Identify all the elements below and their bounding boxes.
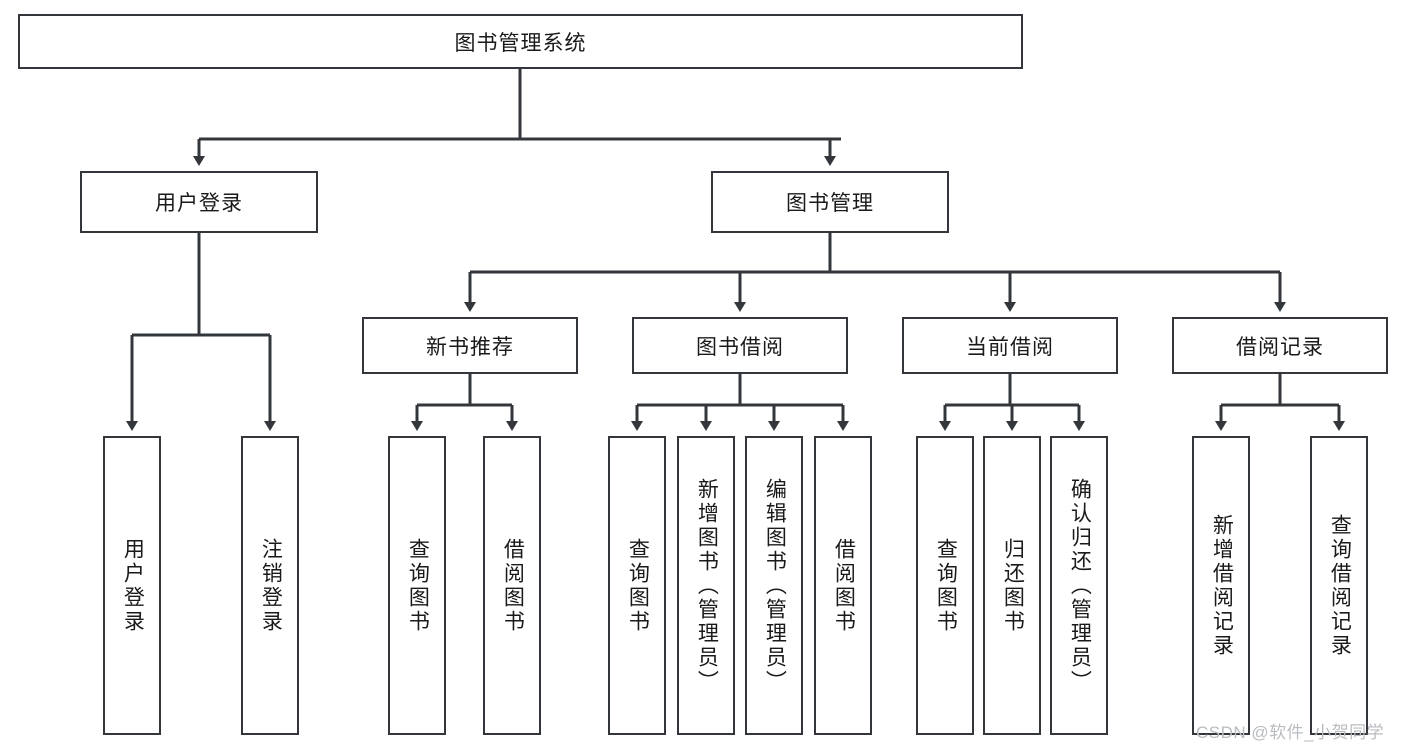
node-leaf-rec-borrow-book-label: 借阅图书 <box>501 537 525 634</box>
node-leaf-rec-query-book-label: 查询图书 <box>406 537 430 634</box>
node-leaf-user-logout-label: 注销登录 <box>259 537 283 634</box>
node-book-borrow[interactable]: 图书借阅 <box>632 317 848 374</box>
node-leaf-cb-return-book-label: 归还图书 <box>1001 537 1025 634</box>
node-leaf-cb-confirm-return-label: 确认归还（管理员） <box>1068 477 1092 694</box>
node-leaf-bb-query-book[interactable]: 查询图书 <box>608 436 666 735</box>
node-new-book-recommend-label: 新书推荐 <box>426 335 514 359</box>
node-borrow-record-label: 借阅记录 <box>1236 335 1324 359</box>
node-leaf-cb-return-book[interactable]: 归还图书 <box>983 436 1041 735</box>
node-new-book-recommend[interactable]: 新书推荐 <box>362 317 578 374</box>
node-current-borrow[interactable]: 当前借阅 <box>902 317 1118 374</box>
node-leaf-br-add-record[interactable]: 新增借阅记录 <box>1192 436 1250 735</box>
node-leaf-rec-query-book[interactable]: 查询图书 <box>388 436 446 735</box>
node-leaf-bb-add-book-label: 新增图书（管理员） <box>695 477 719 694</box>
node-leaf-user-login-label: 用户登录 <box>121 537 145 634</box>
csdn-watermark: CSDN @软件_小贺同学 <box>1196 723 1385 742</box>
node-leaf-bb-borrow-book-label: 借阅图书 <box>832 537 856 634</box>
node-current-borrow-label: 当前借阅 <box>966 335 1054 359</box>
node-leaf-br-query-record[interactable]: 查询借阅记录 <box>1310 436 1368 735</box>
node-leaf-bb-edit-book-label: 编辑图书（管理员） <box>763 477 787 694</box>
node-book-borrow-label: 图书借阅 <box>696 335 784 359</box>
node-leaf-cb-confirm-return[interactable]: 确认归还（管理员） <box>1050 436 1108 735</box>
node-leaf-user-logout[interactable]: 注销登录 <box>241 436 299 735</box>
node-root[interactable]: 图书管理系统 <box>18 14 1023 69</box>
node-leaf-cb-query-book[interactable]: 查询图书 <box>916 436 974 735</box>
node-leaf-bb-query-book-label: 查询图书 <box>626 537 650 634</box>
node-leaf-user-login[interactable]: 用户登录 <box>103 436 161 735</box>
node-leaf-cb-query-book-label: 查询图书 <box>934 537 958 634</box>
node-leaf-br-query-record-label: 查询借阅记录 <box>1328 513 1352 658</box>
node-root-label: 图书管理系统 <box>454 31 587 55</box>
node-user-login[interactable]: 用户登录 <box>80 171 318 233</box>
node-user-login-label: 用户登录 <box>155 192 243 215</box>
node-book-manage-label: 图书管理 <box>786 192 874 215</box>
node-borrow-record[interactable]: 借阅记录 <box>1172 317 1388 374</box>
node-leaf-bb-edit-book[interactable]: 编辑图书（管理员） <box>745 436 803 735</box>
node-leaf-bb-borrow-book[interactable]: 借阅图书 <box>814 436 872 735</box>
node-leaf-bb-add-book[interactable]: 新增图书（管理员） <box>677 436 735 735</box>
node-leaf-rec-borrow-book[interactable]: 借阅图书 <box>483 436 541 735</box>
node-book-manage[interactable]: 图书管理 <box>711 171 949 233</box>
node-leaf-br-add-record-label: 新增借阅记录 <box>1210 513 1234 658</box>
